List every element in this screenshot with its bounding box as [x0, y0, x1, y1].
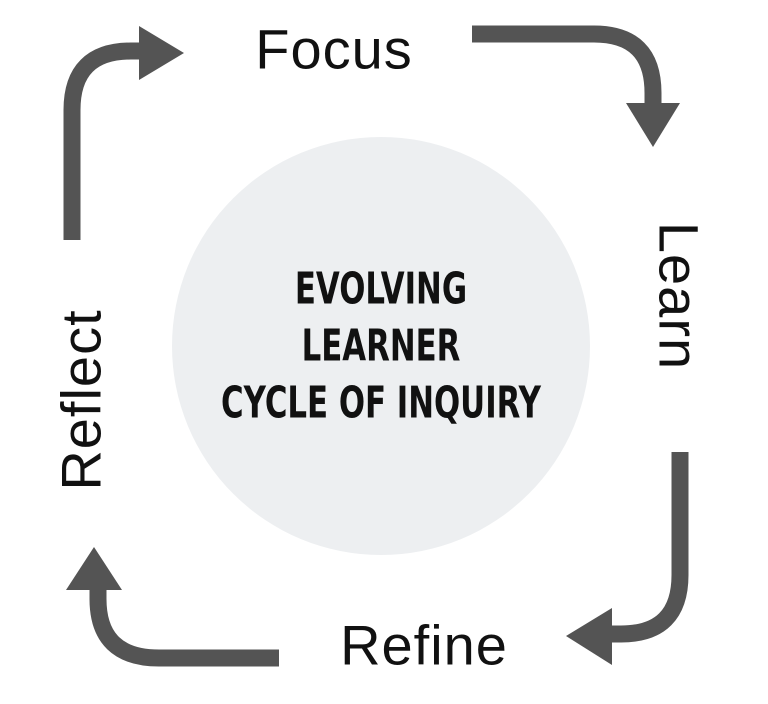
arrow-focus-to-learn-icon [472, 25, 680, 147]
arrow-refine-to-reflect-icon [66, 547, 279, 667]
center-title-line-2: LEARNER [301, 320, 461, 372]
stage-label-focus: Focus [255, 17, 413, 81]
center-title-line-1: EVOLVING [294, 263, 468, 315]
center-title: EVOLVING LEARNER CYCLE OF INQUIRY [221, 261, 541, 432]
arrow-reflect-to-focus-icon [63, 26, 184, 240]
stage-label-learn: Learn [647, 221, 711, 371]
center-title-line-3: CYCLE OF INQUIRY [221, 377, 541, 429]
arrow-learn-to-refine-icon [566, 452, 689, 665]
stage-label-reflect: Reflect [49, 309, 113, 491]
center-circle [172, 137, 590, 555]
stage-label-refine: Refine [340, 613, 508, 677]
